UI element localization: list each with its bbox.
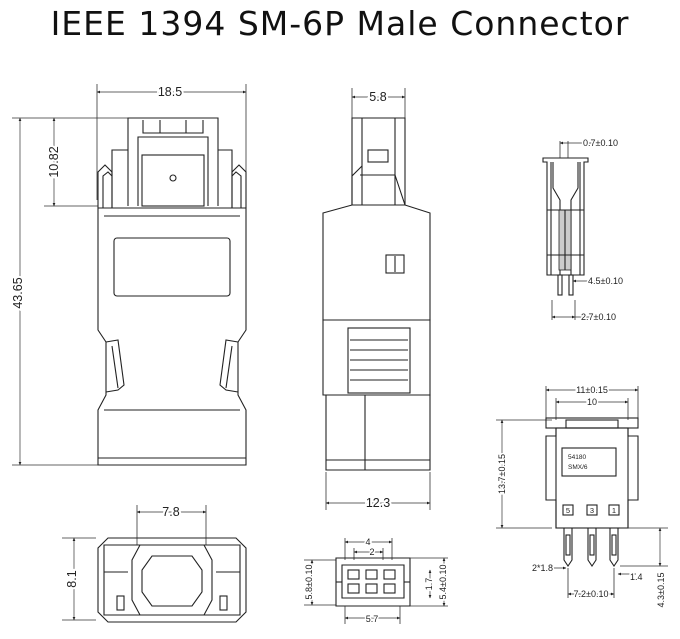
dim-side-bottom-text: 12.3 <box>366 496 390 510</box>
socket-view: 4 2 5.8±0.10 1.7 5.4±0.10 5.7 <box>303 536 450 626</box>
dim-pin-mid-text: 4.5±0.10 <box>588 276 623 286</box>
dim-socket-b-text: 2 <box>369 547 374 557</box>
end-view: 7.8 8.1 <box>62 503 247 623</box>
dim-width-text: 18.5 <box>158 85 182 99</box>
dim-pin-span-text: 7.2±0.10 <box>574 589 609 599</box>
side-view: 5.8 12.3 <box>322 88 431 512</box>
dim-head-text: 10.82 <box>47 146 61 177</box>
pcb-view: 11±0.15 10 13.7±0.15 54180 SMX/6 5 3 1 <box>496 384 668 609</box>
dim-socket-right2-text: 5.4±0.10 <box>438 565 448 600</box>
diagram-title: IEEE 1394 SM-6P Male Connector <box>50 4 630 43</box>
dim-side-top-text: 5.8 <box>369 90 386 104</box>
dim-pcb-outer-text: 11±0.15 <box>576 385 608 395</box>
dim-socket-right1-text: 1.7 <box>424 578 434 591</box>
dim-socket-left-text: 5.8±0.10 <box>304 565 314 600</box>
dim-gap-text: 1.4 <box>630 572 643 582</box>
dim-pin-bottom-text: 2.7±0.10 <box>581 312 616 322</box>
dim-end-width-text: 7.8 <box>162 505 179 519</box>
pin-number-3: 3 <box>590 506 594 515</box>
dim-pitch-text: 2*1.8 <box>532 563 553 573</box>
dim-pin-top-text: 0.7±0.10 <box>583 138 618 148</box>
dim-height-text: 43.65 <box>11 277 25 308</box>
pcb-label-line2: SMX/6 <box>568 464 588 471</box>
pin-number-5: 5 <box>566 506 570 515</box>
pcb-label-line1: 54180 <box>568 454 586 461</box>
pin-view: 0.7±0.10 4.5±0.10 2.7±0.10 <box>542 137 624 324</box>
dim-socket-a-text: 4 <box>365 537 370 547</box>
front-view: 18.5 43.65 10.82 <box>9 83 247 466</box>
pin-number-1: 1 <box>612 506 616 515</box>
dim-end-height-text: 8.1 <box>65 570 79 587</box>
dim-pcb-inner-text: 10 <box>587 397 597 407</box>
dim-pcb-height-text: 13.7±0.15 <box>497 454 507 494</box>
dim-socket-bottom-text: 5.7 <box>366 614 379 624</box>
dim-lead-text: 4.3±0.15 <box>656 573 666 608</box>
